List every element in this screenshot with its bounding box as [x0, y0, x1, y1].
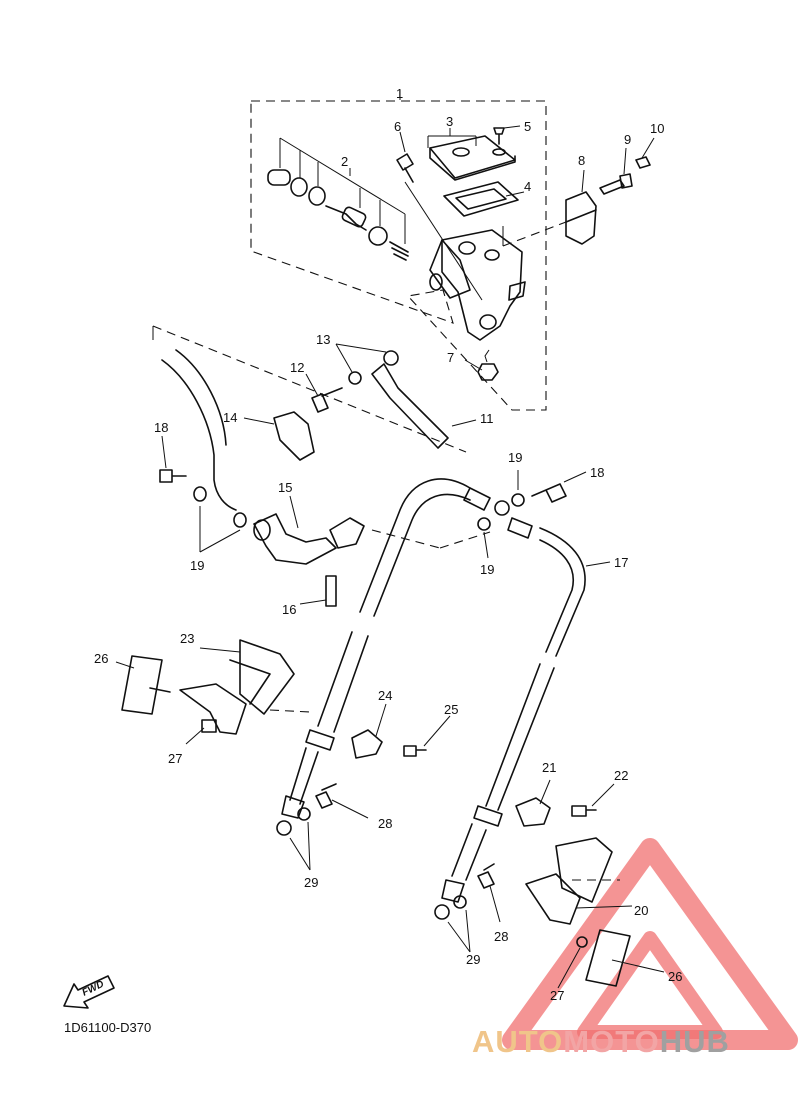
watermark-logo: AUTOMOTOHUB — [472, 1024, 730, 1059]
callout-12: 12 — [290, 360, 304, 375]
bleed-screw — [396, 153, 414, 183]
part-callouts: 1 2 3 4 5 6 7 8 9 10 11 12 13 14 15 16 1… — [94, 86, 682, 1003]
washer-left-b — [233, 512, 247, 528]
master-cylinder-holder — [502, 156, 651, 247]
brake-hose-lower-right — [441, 663, 555, 903]
callout-5: 5 — [524, 119, 531, 134]
leader-lines — [115, 90, 665, 989]
reservoir-cap-assembly — [427, 135, 519, 217]
svg-text:AUTOMOTOHUB: AUTOMOTOHUB — [472, 1024, 730, 1059]
callout-29-left: 29 — [304, 875, 318, 890]
callout-1: 1 — [396, 86, 403, 101]
washer-left-a — [193, 486, 207, 502]
callout-21: 21 — [542, 760, 556, 775]
brake-hose-joint — [253, 513, 365, 607]
callout-24: 24 — [378, 688, 392, 703]
union-bolt-left — [159, 469, 187, 483]
washer-upper — [383, 350, 399, 366]
callout-8: 8 — [578, 153, 585, 168]
watermark-moto: MOTO — [563, 1024, 659, 1059]
callout-29-right: 29 — [466, 952, 480, 967]
washer-29-left-a — [276, 820, 292, 836]
callout-19-left: 19 — [190, 558, 204, 573]
callout-25: 25 — [444, 702, 458, 717]
callout-7: 7 — [447, 350, 454, 365]
callout-6: 6 — [394, 119, 401, 134]
callout-15: 15 — [278, 480, 292, 495]
callout-4: 4 — [524, 179, 531, 194]
brake-hose-main — [359, 470, 586, 657]
washer-29-right-a — [434, 904, 450, 920]
master-cylinder-body — [429, 226, 526, 341]
fwd-arrow-icon: FWD — [63, 975, 115, 1009]
watermark-triangle — [502, 838, 798, 1050]
diagram-code: 1D61100-D370 — [64, 1020, 151, 1035]
callout-18-left: 18 — [154, 420, 168, 435]
rubber-boot — [273, 411, 315, 461]
brake-hose-11-top — [371, 363, 449, 449]
piston-kit — [267, 137, 409, 261]
washer-29-right-b — [453, 895, 467, 909]
callout-14: 14 — [223, 410, 237, 425]
hose-guide-left — [121, 639, 311, 735]
union-bolt-28-left — [315, 783, 337, 809]
brake-hose-lower-left — [281, 631, 369, 819]
watermark-hub: HUB — [660, 1024, 730, 1059]
callout-11: 11 — [480, 411, 494, 426]
pivot-nut — [477, 363, 499, 381]
watermark-auto: AUTO — [472, 1024, 563, 1059]
hose-clamp — [351, 729, 383, 759]
union-bolt — [311, 387, 343, 413]
callout-27-left: 27 — [168, 751, 182, 766]
hose-guide-right — [515, 797, 631, 987]
callout-28-right: 28 — [494, 929, 508, 944]
clamp-bolt — [403, 745, 427, 757]
callout-27-right: 27 — [550, 988, 564, 1003]
master-cylinder-group-outline — [250, 100, 547, 411]
callout-20: 20 — [634, 903, 648, 918]
washer-29-left-b — [297, 807, 311, 821]
callout-16: 16 — [282, 602, 296, 617]
callout-17: 17 — [614, 555, 628, 570]
callout-26-right: 26 — [668, 969, 682, 984]
callout-22: 22 — [614, 768, 628, 783]
callout-13: 13 — [316, 332, 330, 347]
fwd-label: FWD — [80, 979, 105, 999]
washer-lower — [348, 371, 362, 385]
callout-3: 3 — [446, 114, 453, 129]
callout-10: 10 — [650, 121, 664, 136]
callout-19-mid: 19 — [480, 562, 494, 577]
brake-hose-left — [161, 359, 237, 511]
callout-2: 2 — [341, 154, 348, 169]
callout-18-right: 18 — [590, 465, 604, 480]
callout-23: 23 — [180, 631, 194, 646]
callout-9: 9 — [624, 132, 631, 147]
union-bolt-28-right — [477, 863, 495, 889]
callout-26-left: 26 — [94, 651, 108, 666]
cap-screw — [493, 127, 505, 145]
callout-28-left: 28 — [378, 816, 392, 831]
hose-path-guide — [152, 325, 467, 453]
callout-19-upper: 19 — [508, 450, 522, 465]
